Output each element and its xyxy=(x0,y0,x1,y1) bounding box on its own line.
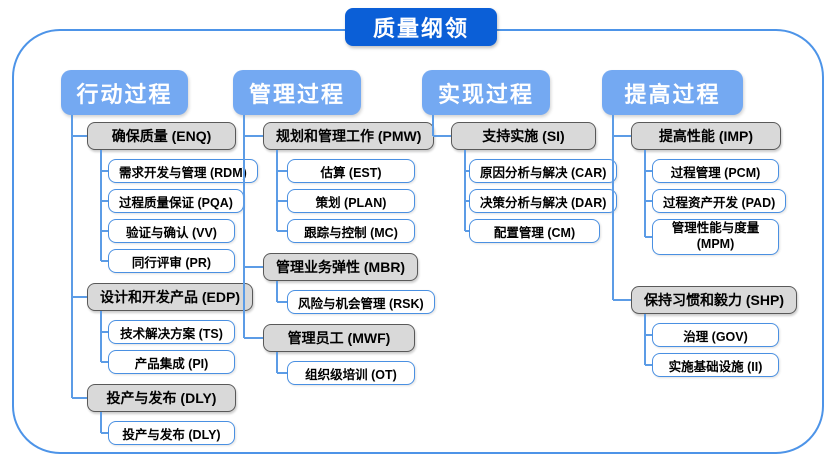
connector-stub xyxy=(277,372,287,374)
connector-stub xyxy=(465,170,469,172)
connector-inner-trunk xyxy=(464,150,466,231)
leaf-node-ii: 实施基础设施 (II) xyxy=(652,353,779,377)
leaf-node-ot: 组织级培训 (OT) xyxy=(287,361,415,385)
leaf-node-mc: 跟踪与控制 (MC) xyxy=(287,219,415,243)
leaf-node-est: 估算 (EST) xyxy=(287,159,415,183)
connector-stub xyxy=(277,230,287,232)
leaf-node-car: 原因分析与解决 (CAR) xyxy=(469,159,618,183)
connector-stub xyxy=(465,230,469,232)
leaf-node-mpm: 管理性能与度量 (MPM) xyxy=(652,219,779,255)
leaf-node-rdm: 需求开发与管理 (RDM) xyxy=(108,159,258,183)
leaf-node-dar: 决策分析与解决 (DAR) xyxy=(469,189,618,213)
group-node-shp: 保持习惯和毅力 (SHP) xyxy=(631,286,797,314)
connector-stub xyxy=(277,301,287,303)
connector-stub xyxy=(645,200,652,202)
leaf-node-dly2: 投产与发布 (DLY) xyxy=(108,421,235,445)
connector-trunk xyxy=(71,115,73,398)
leaf-node-pqa: 过程质量保证 (PQA) xyxy=(108,189,244,213)
group-node-enq: 确保质量 (ENQ) xyxy=(87,122,236,150)
connector-inner-trunk xyxy=(100,150,102,261)
connector-stub xyxy=(277,200,287,202)
connector-trunk xyxy=(243,115,245,338)
connector-stub xyxy=(72,397,87,399)
connector-trunk xyxy=(612,115,614,300)
leaf-node-plan: 策划 (PLAN) xyxy=(287,189,415,213)
connector-stub xyxy=(465,200,469,202)
connector-stub xyxy=(101,260,108,262)
connector-stub xyxy=(72,135,87,137)
connector-stub xyxy=(613,299,631,301)
leaf-node-vv: 验证与确认 (VV) xyxy=(108,219,235,243)
connector-trunk xyxy=(432,115,434,136)
leaf-node-ts: 技术解决方案 (TS) xyxy=(108,320,235,344)
connector-stub xyxy=(101,432,108,434)
connector-stub xyxy=(101,200,108,202)
connector-stub xyxy=(645,364,652,366)
connector-inner-trunk xyxy=(276,281,278,302)
leaf-node-cm: 配置管理 (CM) xyxy=(469,219,600,243)
group-node-mbr: 管理业务弹性 (MBR) xyxy=(263,253,419,281)
connector-stub xyxy=(101,361,108,363)
group-node-imp: 提高性能 (IMP) xyxy=(631,122,781,150)
column-header-1: 行动过程 xyxy=(61,70,188,115)
connector-stub xyxy=(433,135,451,137)
column-header-4: 提高过程 xyxy=(602,70,743,115)
leaf-node-pr: 同行评审 (PR) xyxy=(108,249,235,273)
connector-stub xyxy=(244,337,263,339)
connector-stub xyxy=(101,170,108,172)
connector-stub xyxy=(244,266,263,268)
diagram-title: 质量纲领 xyxy=(345,8,497,46)
connector-inner-trunk xyxy=(644,314,646,365)
connector-stub xyxy=(613,135,631,137)
connector-inner-trunk xyxy=(644,150,646,237)
connector-stub xyxy=(101,331,108,333)
leaf-node-gov: 治理 (GOV) xyxy=(652,323,779,347)
group-node-pmw: 规划和管理工作 (PMW) xyxy=(263,122,435,150)
leaf-node-pi: 产品集成 (PI) xyxy=(108,350,235,374)
leaf-node-pad: 过程资产开发 (PAD) xyxy=(652,189,787,213)
leaf-node-pcm: 过程管理 (PCM) xyxy=(652,159,779,183)
group-node-dly: 投产与发布 (DLY) xyxy=(87,384,236,412)
connector-stub xyxy=(645,334,652,336)
connector-inner-trunk xyxy=(276,352,278,373)
connector-inner-trunk xyxy=(276,150,278,231)
connector-stub xyxy=(277,170,287,172)
connector-stub xyxy=(645,236,652,238)
column-header-2: 管理过程 xyxy=(233,70,361,115)
connector-stub xyxy=(244,135,263,137)
connector-stub xyxy=(72,296,87,298)
group-node-mwf: 管理员工 (MWF) xyxy=(263,324,415,352)
connector-stub xyxy=(101,230,108,232)
connector-inner-trunk xyxy=(100,311,102,362)
connector-inner-trunk xyxy=(100,412,102,433)
leaf-node-rsk: 风险与机会管理 (RSK) xyxy=(287,290,435,314)
column-header-3: 实现过程 xyxy=(422,70,550,115)
connector-stub xyxy=(645,170,652,172)
group-node-si: 支持实施 (SI) xyxy=(451,122,596,150)
group-node-edp: 设计和开发产品 (EDP) xyxy=(87,283,253,311)
